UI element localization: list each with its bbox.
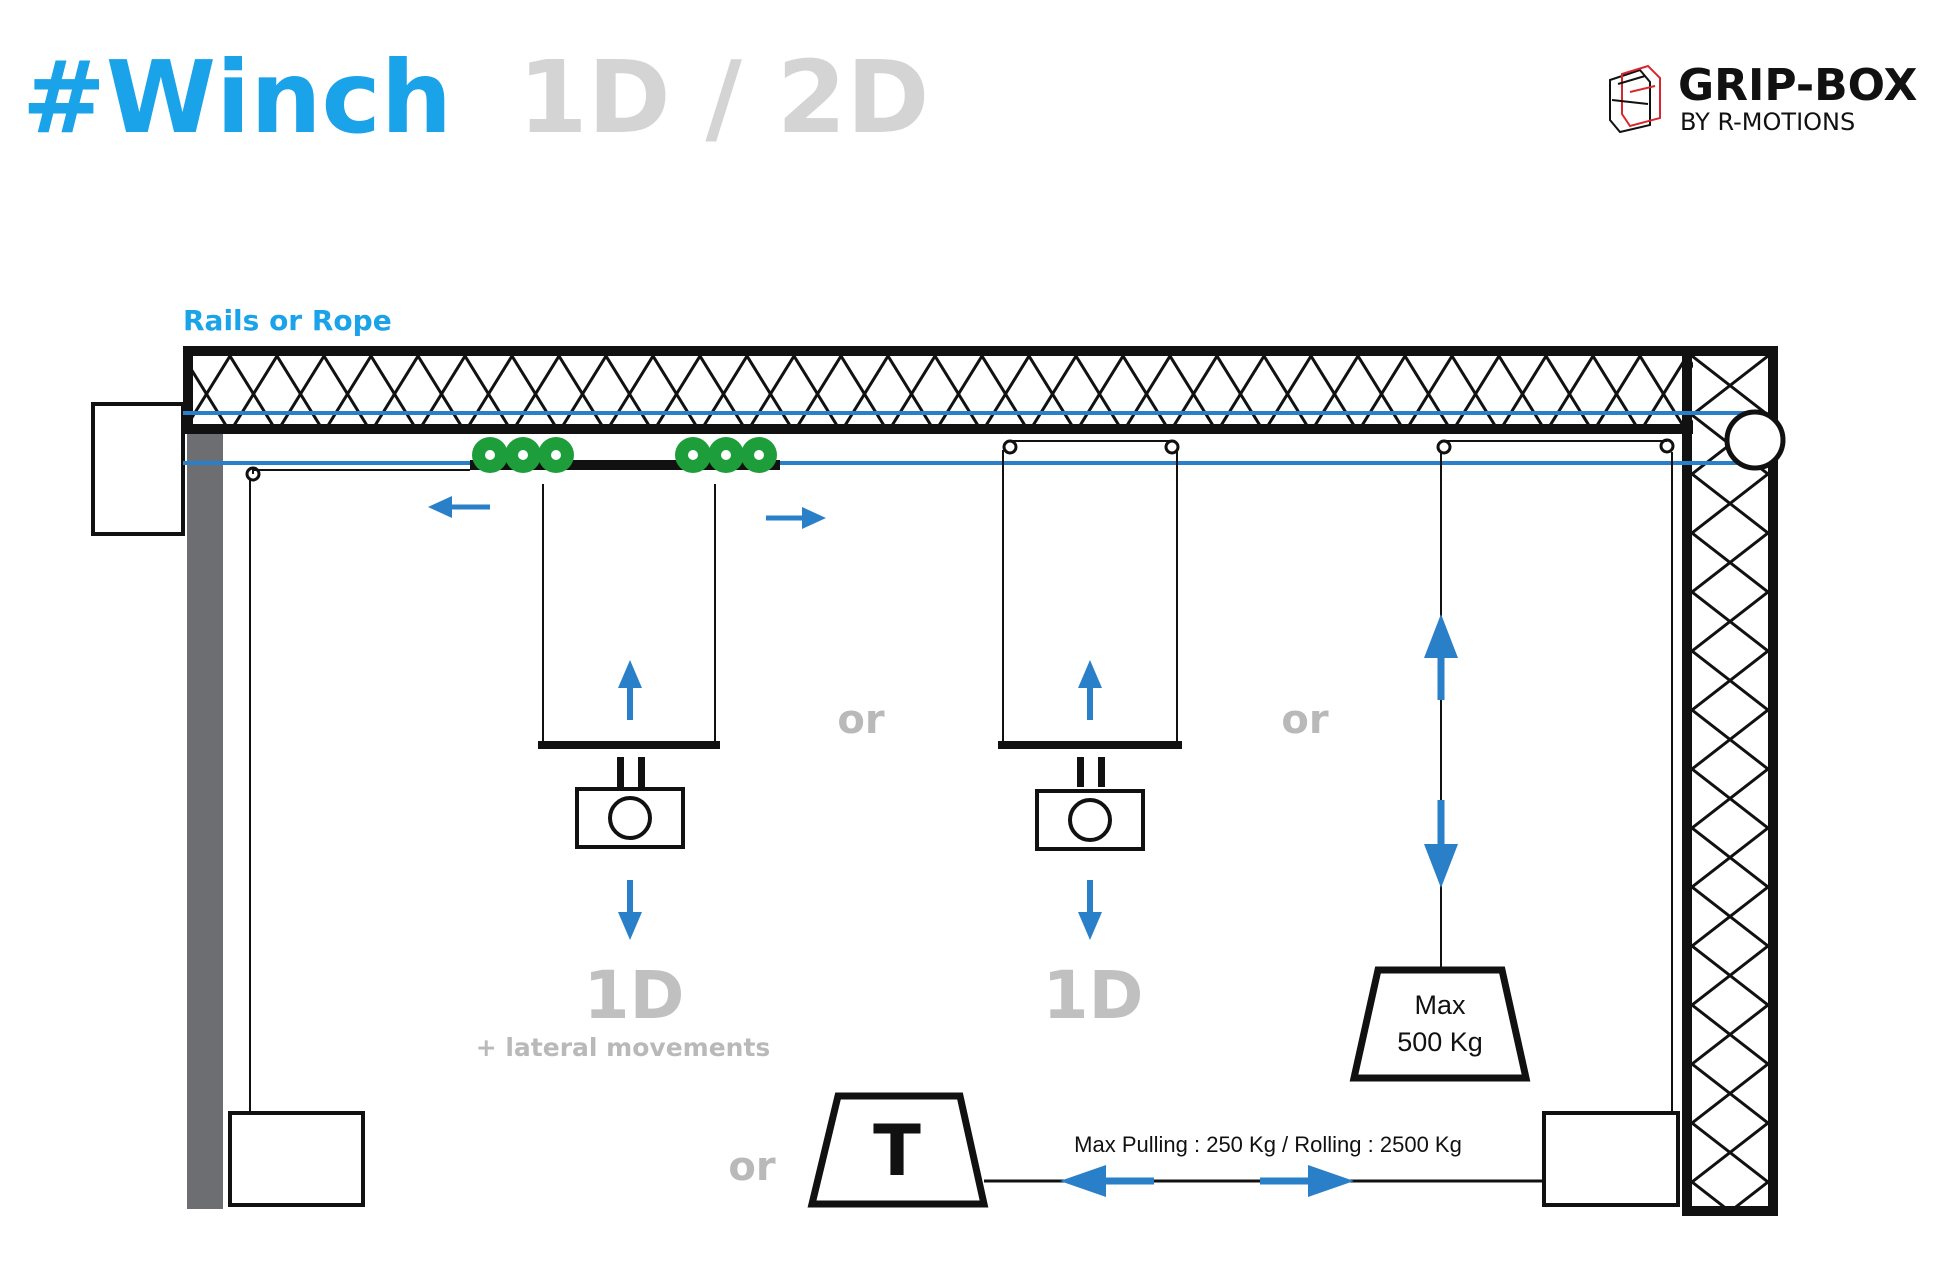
or-label-2: or [1281, 697, 1328, 743]
pulling-note: Max Pulling : 250 Kg / Rolling : 2500 Kg [1074, 1132, 1462, 1157]
left-pulley-line [252, 469, 470, 474]
down-arrow-2 [1078, 880, 1102, 940]
logo-main-text: GRIP-BOX [1678, 60, 1917, 111]
up-arrow-1 [618, 660, 642, 720]
weight-block [1349, 966, 1531, 1082]
corner-pulley-icon [1724, 409, 1786, 471]
weight-label-line2: 500 Kg [1397, 1027, 1483, 1057]
pulley-icon [1436, 439, 1452, 455]
vertical-truss [1682, 346, 1778, 1216]
tractor-right-arrow [1260, 1165, 1354, 1197]
tractor-block [807, 1092, 989, 1208]
weight-label-line1: Max [1414, 990, 1466, 1020]
horizontal-truss [183, 346, 1693, 434]
pulley-icon [1002, 439, 1018, 455]
trolley [470, 437, 780, 473]
logo-sub-text: BY R-MOTIONS [1680, 108, 1855, 136]
oneD-label-left: 1D [584, 957, 685, 1034]
page-subtitle: 1D / 2D [518, 39, 929, 156]
logo-mark-icon [1609, 64, 1661, 134]
double-vertical-arrow [1424, 614, 1458, 888]
camera-icon [575, 757, 685, 849]
tractor-rig: T Max Pulling : 250 Kg / Rolling : 2500 … [807, 1092, 1544, 1208]
down-arrow-1 [618, 880, 642, 940]
grip-box-logo: GRIP-BOX BY R-MOTIONS [1609, 60, 1917, 136]
oneD-label-mid: 1D [1043, 957, 1144, 1034]
up-arrow-2 [1078, 660, 1102, 720]
rig-weight: Max 500 Kg [1349, 438, 1675, 1113]
camera-icon [1035, 757, 1145, 851]
left-winch-box [91, 402, 185, 536]
rig-fixed [998, 439, 1182, 940]
lateral-left-arrow [428, 496, 490, 518]
bottom-left-winch-box [228, 1111, 365, 1207]
page-title: #Winch [22, 39, 452, 156]
left-post [187, 434, 223, 1209]
tractor-letter: T [873, 1110, 921, 1192]
bottom-right-winch-box [1542, 1111, 1680, 1207]
wheel-group-right [675, 437, 777, 473]
lateral-movements-label: + lateral movements [476, 1033, 771, 1062]
rails-or-rope-label: Rails or Rope [183, 304, 392, 337]
lateral-right-arrow [766, 507, 826, 529]
or-label-1: or [837, 697, 884, 743]
wheel-group-left [472, 437, 574, 473]
or-label-3: or [728, 1144, 775, 1190]
rig-trolley [538, 484, 720, 940]
tractor-left-arrow [1060, 1165, 1154, 1197]
